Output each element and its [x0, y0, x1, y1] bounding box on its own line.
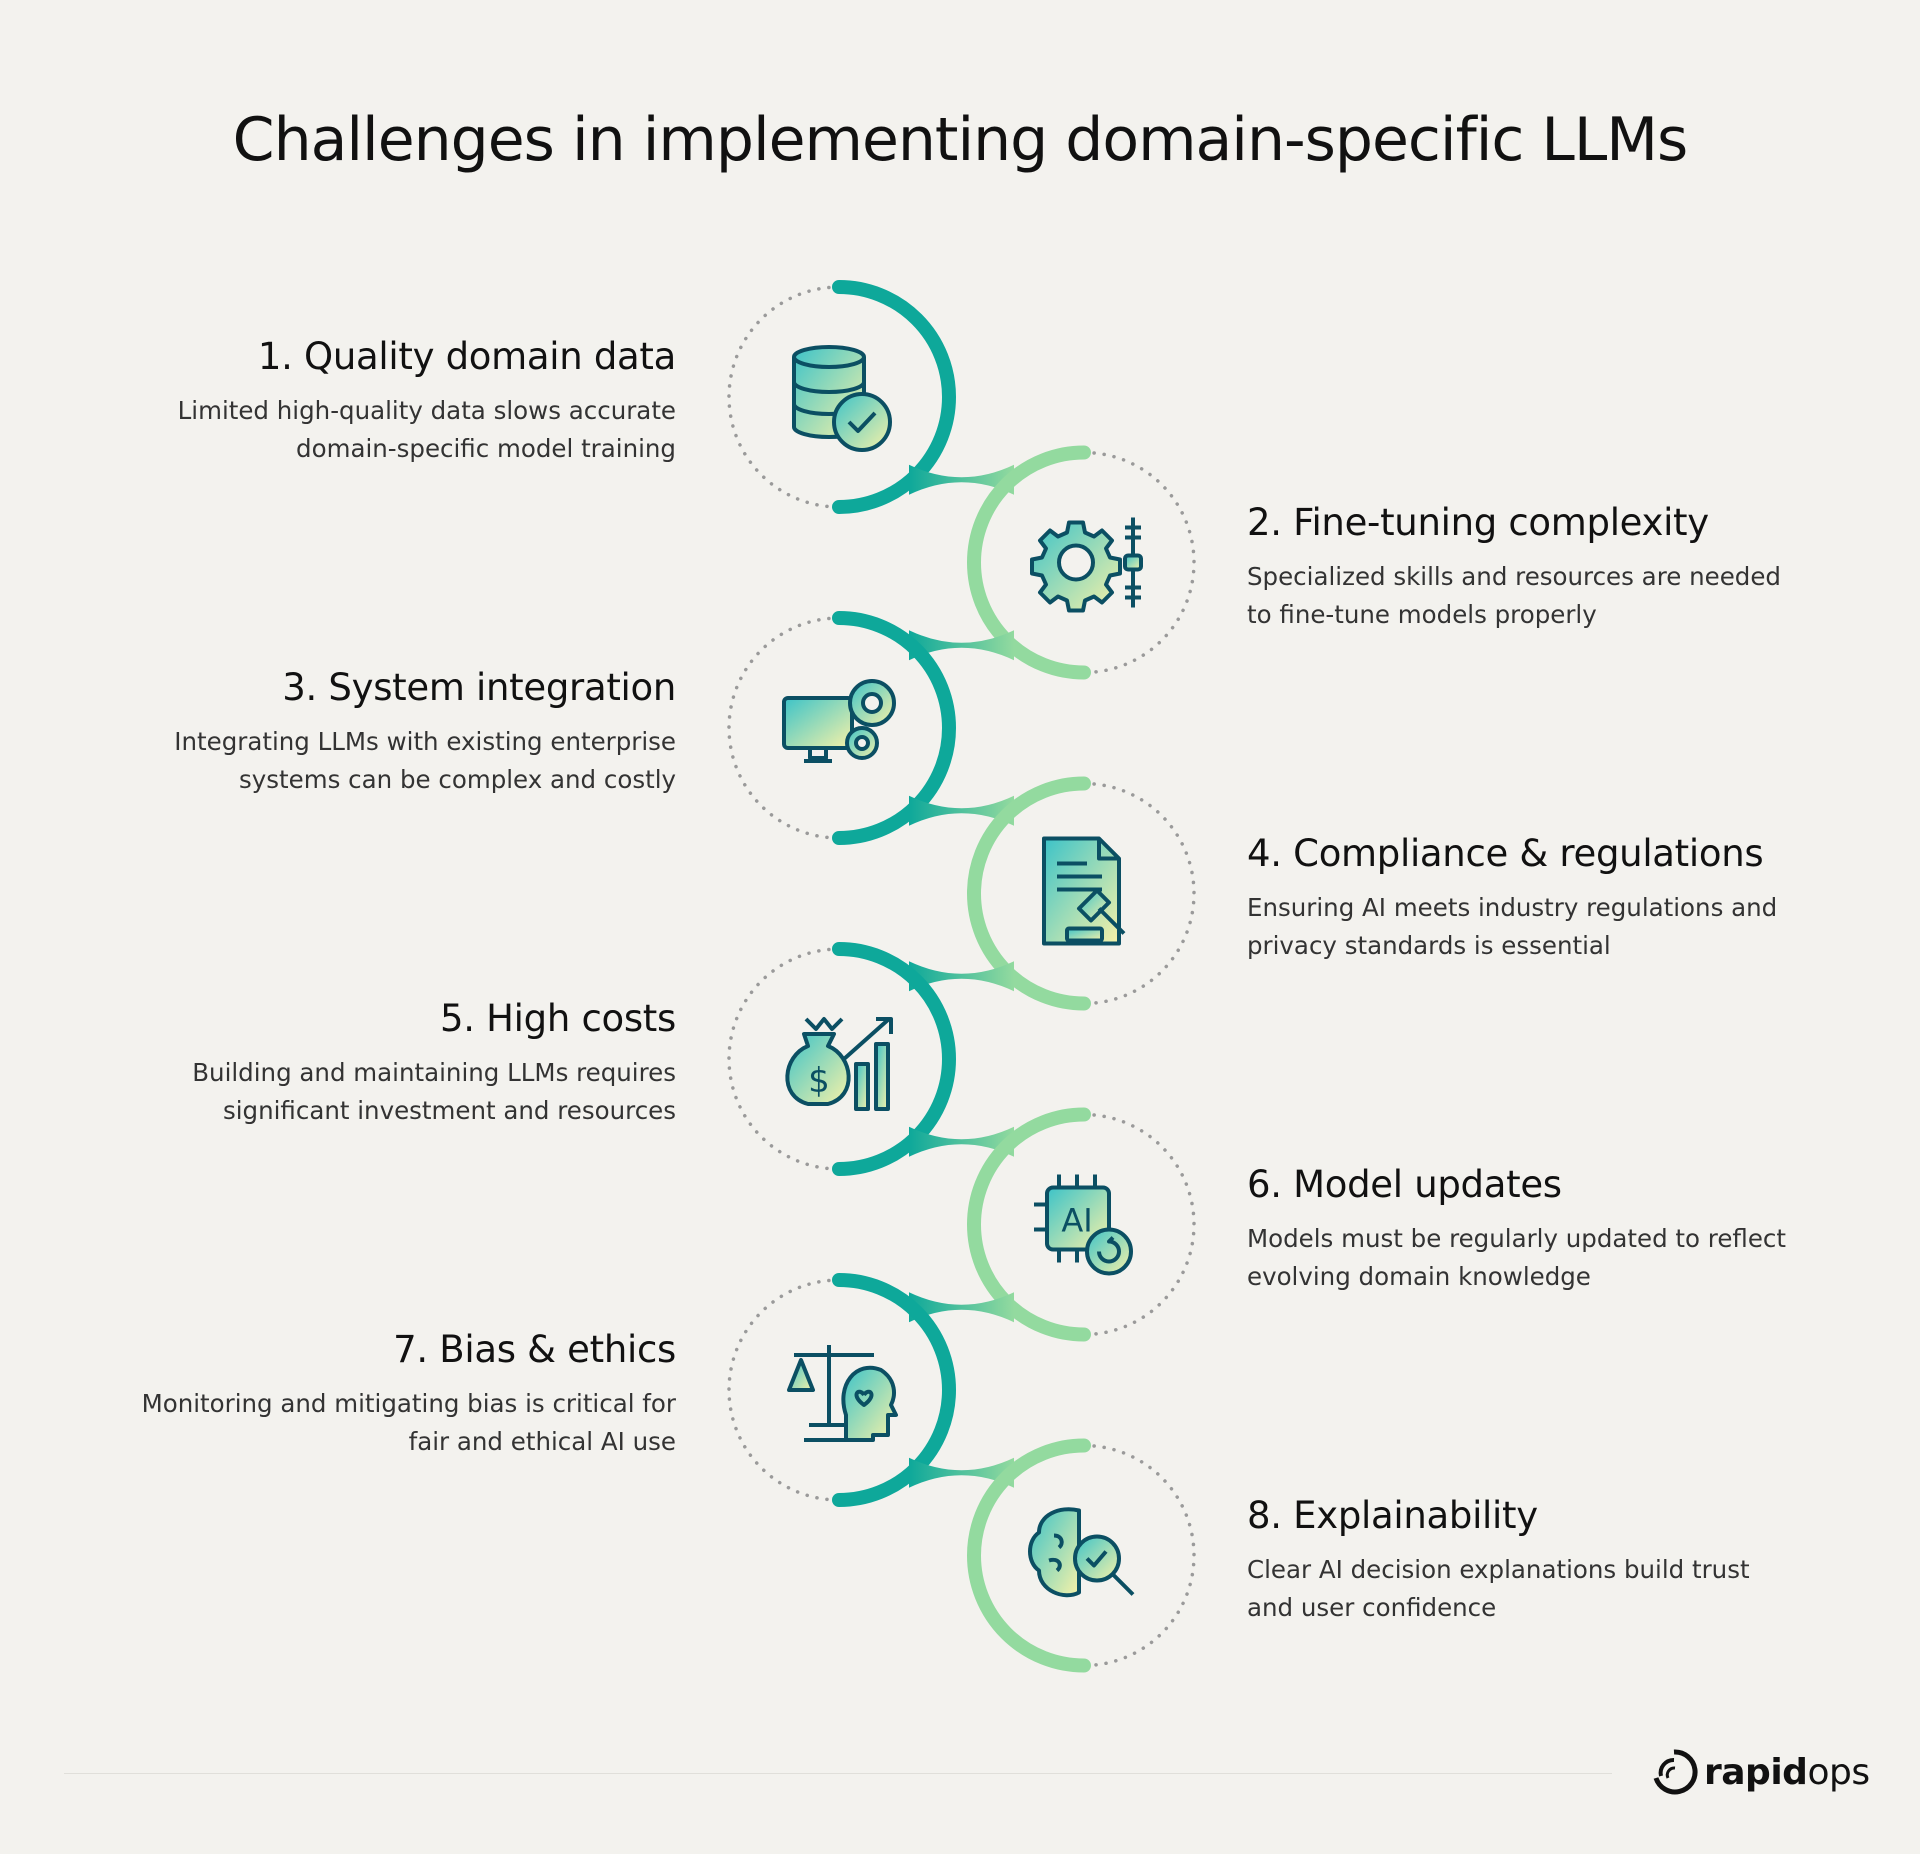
solid-arc: [832, 611, 956, 845]
challenge-heading: 4. Compliance & regulations: [1247, 831, 1764, 875]
challenge-description: Clear AI decision explanations build tru…: [1247, 1551, 1867, 1627]
connector: [909, 795, 1014, 826]
scale-head-heart-icon: [787, 1345, 898, 1442]
challenge-node: [909, 445, 1196, 680]
challenge-heading: 5. High costs: [439, 997, 676, 1040]
connector: [909, 1457, 1014, 1488]
description-line: significant investment and resources: [222, 1096, 676, 1125]
page-title: Challenges in implementing domain-specif…: [232, 105, 1689, 175]
description-line: Building and maintaining LLMs requires: [192, 1058, 676, 1087]
description-line: fair and ethical AI use: [408, 1427, 676, 1456]
description-line: domain-specific model training: [296, 434, 676, 463]
challenge-description: Ensuring AI meets industry regulations a…: [1247, 889, 1867, 965]
solid-arc: [967, 1107, 1091, 1342]
money-bag-chart-icon: $: [785, 1017, 893, 1111]
connector: [909, 464, 1014, 495]
dotted-arc: [1082, 1112, 1196, 1337]
gear-slider-icon: [1030, 517, 1143, 613]
challenge-description: Limited high-quality data slows accurate…: [56, 392, 676, 468]
dotted-arc: [1082, 450, 1196, 675]
description-line: evolving domain knowledge: [1247, 1261, 1591, 1291]
ai-chip-refresh-icon: AI: [1034, 1174, 1133, 1276]
description-line: and user confidence: [1247, 1592, 1497, 1622]
challenge-node: [727, 611, 1014, 845]
challenge-heading: 7. Bias & ethics: [393, 1328, 676, 1371]
challenge-description: Specialized skills and resources are nee…: [1247, 558, 1867, 634]
solid-arc: [832, 1273, 956, 1507]
brain-magnifier-icon: [1028, 1507, 1135, 1598]
connector: [909, 1126, 1014, 1157]
solid-arc: [832, 942, 956, 1176]
description-line: systems can be complex and costly: [239, 765, 676, 794]
logo-text-bold: rapid: [1704, 1751, 1808, 1793]
challenge-node: $: [727, 942, 1014, 1176]
logo-text-light: ops: [1807, 1751, 1870, 1793]
rapidops-logo-mark-icon: [1653, 1749, 1698, 1795]
description-line: Ensuring AI meets industry regulations a…: [1247, 892, 1778, 922]
challenge-description: Integrating LLMs with existing enterpris…: [56, 723, 676, 799]
description-line: to fine-tune models properly: [1247, 599, 1597, 629]
challenge-node: [909, 776, 1196, 1011]
dotted-arc: [727, 616, 841, 840]
footer-divider: [64, 1773, 1612, 1774]
challenge-heading: 8. Explainability: [1247, 1493, 1538, 1537]
solid-arc: [967, 1438, 1091, 1673]
challenge-node: [727, 1273, 1014, 1507]
solid-arc: [967, 445, 1091, 680]
dotted-arc: [727, 947, 841, 1171]
connector: [909, 961, 1014, 992]
challenge-heading: 6. Model updates: [1247, 1162, 1562, 1206]
description-line: Clear AI decision explanations build tru…: [1247, 1554, 1750, 1584]
document-gavel-icon: [1042, 836, 1126, 946]
solid-arc: [832, 280, 956, 514]
rapidops-logo: rapidops: [1650, 1748, 1870, 1796]
dotted-arc: [1082, 1443, 1196, 1668]
challenge-node: AI: [909, 1107, 1196, 1342]
challenge-node: [967, 1438, 1196, 1673]
challenge-heading: 1. Quality domain data: [257, 335, 676, 378]
description-line: privacy standards is essential: [1247, 930, 1611, 960]
connector: [909, 630, 1014, 661]
database-check-icon: [792, 345, 892, 452]
dollar-sign: $: [808, 1061, 830, 1101]
ai-chip-label: AI: [1061, 1202, 1092, 1240]
challenge-heading: 3. System integration: [282, 666, 676, 709]
solid-arc: [967, 776, 1091, 1011]
challenge-description: Models must be regularly updated to refl…: [1247, 1220, 1867, 1296]
challenge-description: Building and maintaining LLMs requires si…: [56, 1054, 676, 1130]
challenge-heading: 2. Fine-tuning complexity: [1247, 500, 1709, 544]
dotted-arc: [727, 1278, 841, 1502]
connector: [909, 1292, 1014, 1323]
description-line: Models must be regularly updated to refl…: [1247, 1223, 1786, 1253]
dotted-arc: [1082, 781, 1196, 1006]
description-line: Limited high-quality data slows accurate: [177, 396, 676, 425]
monitor-gears-icon: [782, 679, 896, 763]
challenge-node: [727, 280, 1014, 514]
challenge-description: Monitoring and mitigating bias is critic…: [56, 1385, 676, 1461]
description-line: Specialized skills and resources are nee…: [1247, 561, 1781, 591]
dotted-arc: [727, 285, 841, 509]
description-line: Integrating LLMs with existing enterpris…: [174, 727, 676, 756]
description-line: Monitoring and mitigating bias is critic…: [141, 1389, 676, 1418]
